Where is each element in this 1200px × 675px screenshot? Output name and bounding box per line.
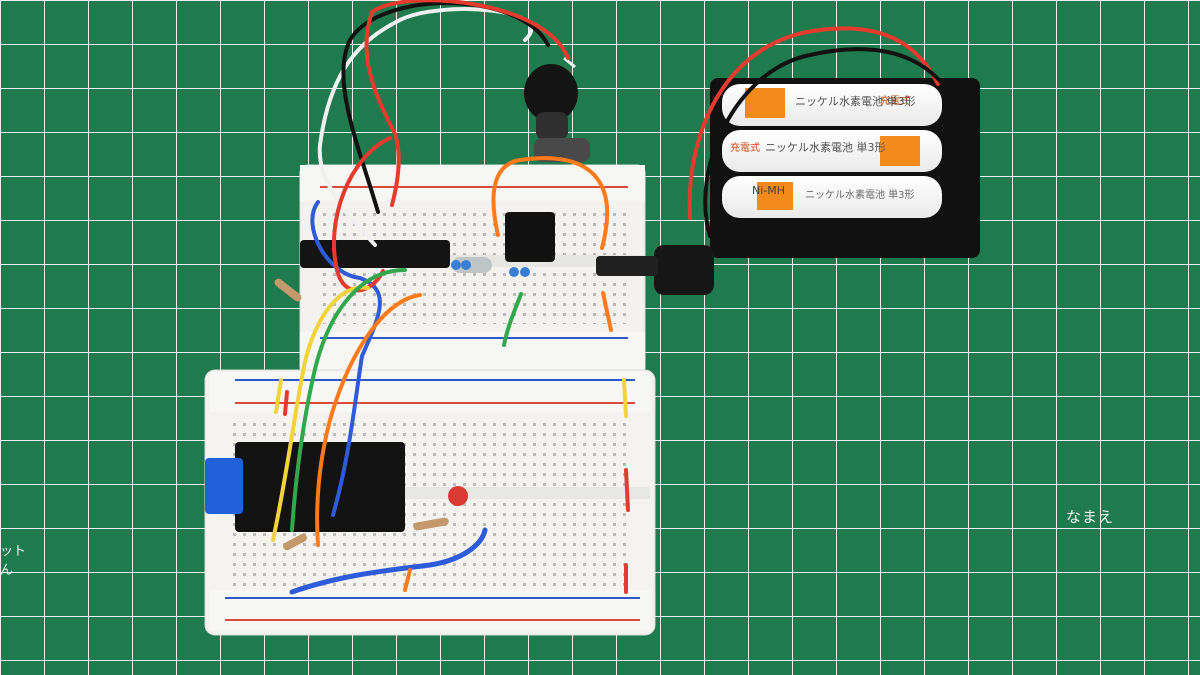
battery-3-orange-badge xyxy=(757,182,793,210)
red-jumper-bottom-right xyxy=(624,468,630,512)
battery-holder-plug-tip xyxy=(596,256,658,276)
battery-black-wire xyxy=(703,47,960,238)
capacitor-2 xyxy=(461,260,471,270)
yellow-wire xyxy=(271,285,370,542)
potentiometer xyxy=(524,56,590,162)
yellow-jumper-right xyxy=(622,378,628,418)
capacitor-1 xyxy=(451,260,461,270)
orange-jumper-bottom xyxy=(403,568,412,592)
top-breadboard-top-rail xyxy=(300,165,645,201)
battery-3-brand-text: ニッケル水素電池 単3形 xyxy=(805,188,915,201)
blue-wire-bottom xyxy=(289,527,488,595)
yellow-jumper-left xyxy=(274,378,283,414)
mat-edge-label-top: ット xyxy=(0,544,27,559)
orange-jumper-right xyxy=(601,291,613,332)
green-jumper-right xyxy=(502,292,523,347)
resistor-3 xyxy=(283,533,307,551)
battery-1-brand-text: ニッケル水素電池 単3形 xyxy=(795,94,916,108)
battery-holder: 充電式 ニッケル水素電池 単3形 充電式 ニッケル水素電池 単3形 Ni-MH … xyxy=(596,78,980,295)
potentiometer-shaft xyxy=(536,112,568,140)
battery-2-top-badge: 充電式 xyxy=(730,141,760,154)
potentiometer-knob xyxy=(524,64,578,122)
esp32-antenna xyxy=(205,458,243,514)
potentiometer-base xyxy=(534,138,590,162)
bottom-breadboard-top-rail xyxy=(210,372,650,412)
main-ic xyxy=(300,240,450,268)
battery-2-brand-text: ニッケル水素電池 単3形 xyxy=(765,140,886,154)
capacitor-3 xyxy=(509,267,519,277)
bottom-breadboard-bottom-rail xyxy=(210,590,650,630)
battery-holder-plug xyxy=(654,245,714,295)
resistor-2 xyxy=(413,517,449,531)
mat-name-label: なまえ xyxy=(1066,508,1115,526)
regulator-block xyxy=(505,212,555,262)
potentiometer-indicator xyxy=(563,56,576,69)
green-wire xyxy=(290,268,407,532)
red-jumper-bottom-left xyxy=(283,390,289,416)
crystal xyxy=(452,257,492,273)
battery-3-center-text: Ni-MH xyxy=(752,184,785,197)
blue-wire-top xyxy=(310,200,382,517)
resistor-1 xyxy=(274,278,302,302)
red-wire-main xyxy=(364,0,570,207)
battery-2-orange-badge xyxy=(880,136,920,166)
orange-wire-top xyxy=(491,156,610,250)
battery-1-top-badge: 充電式 xyxy=(880,94,910,107)
mat-edge-label-bottom: ん xyxy=(0,563,14,578)
capacitor-4 xyxy=(520,267,530,277)
jumper-wires xyxy=(271,0,960,595)
orange-wire-left xyxy=(315,293,422,547)
battery-1-orange-badge xyxy=(745,88,785,118)
battery-red-wire xyxy=(687,26,940,220)
red-led xyxy=(448,486,468,506)
